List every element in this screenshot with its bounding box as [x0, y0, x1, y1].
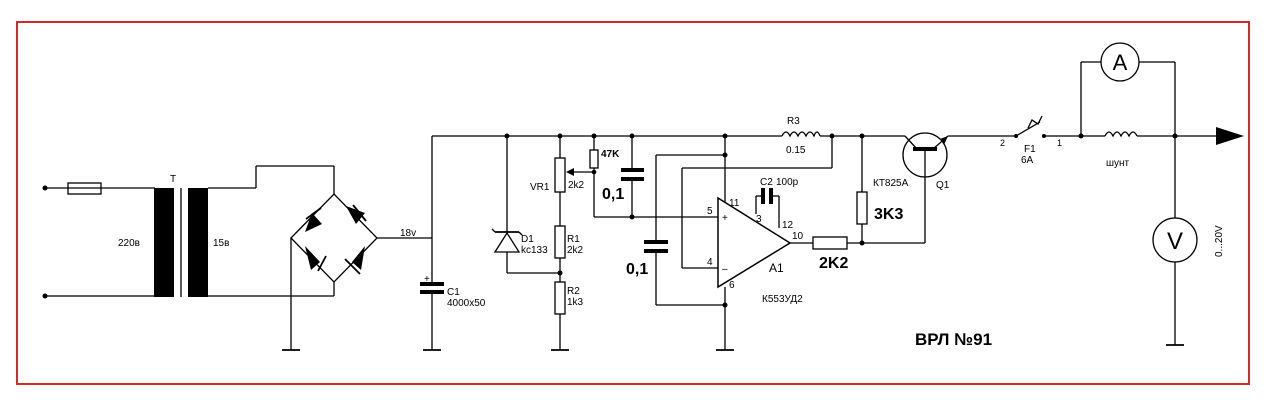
divider-chain: VR1 2k2 R1 2k2 R2 1k3 — [530, 136, 594, 351]
transformer-secondary-label: 15в — [213, 238, 229, 249]
pin-12: 12 — [782, 220, 794, 231]
resistor-2k2: 2K2 — [790, 236, 925, 272]
r1 — [554, 225, 566, 259]
resistor-47k: 47K — [589, 136, 620, 217]
c-top-label: 0,1 — [602, 186, 624, 203]
voltmeter-range: 0...20V — [1214, 225, 1225, 257]
opamp-ref: A1 — [769, 261, 784, 275]
c1-ref: C1 — [447, 287, 460, 298]
ammeter-label: A — [1113, 50, 1128, 75]
r-3k3-label: 3K3 — [874, 206, 903, 223]
capacitor-bottom: 0,1 — [626, 240, 728, 308]
vr1-value: 2k2 — [568, 180, 585, 191]
c-bottom-label: 0,1 — [626, 261, 648, 278]
resistor-3k3: 3K3 — [856, 136, 903, 243]
vr1-ref: VR1 — [530, 182, 550, 193]
f1-pin1: 1 — [1057, 138, 1062, 148]
capacitor-c1: + C1 4000x50 — [420, 274, 486, 351]
voltmeter: V 0...20V — [1152, 136, 1225, 346]
capacitor-c2: C2 100p — [755, 177, 799, 228]
c2-ref: C2 — [760, 177, 773, 188]
c1-value: 4000x50 — [447, 298, 486, 309]
r2 — [554, 281, 566, 315]
transistor-q1: КТ825А Q1 — [873, 132, 950, 243]
opamp-minus: – — [722, 264, 728, 275]
pin-3: 3 — [756, 214, 762, 225]
r47k-label: 47K — [601, 149, 620, 160]
diagram-frame — [16, 21, 1250, 385]
opamp-a1: + – 5 4 11 3 12 10 6 A1 К553УД2 — [707, 196, 804, 351]
c1-polarity: + — [424, 274, 430, 285]
f1-value: 6A — [1021, 155, 1034, 166]
r1-ref: R1 — [567, 234, 580, 245]
opamp-plus: + — [722, 213, 728, 224]
pin-6: 6 — [729, 280, 735, 291]
r3-value: 0.15 — [786, 145, 806, 156]
feedback-wire — [681, 136, 833, 269]
opamp-part: К553УД2 — [762, 294, 803, 305]
shunt-label: шунт — [1106, 158, 1130, 169]
c2-value: 100p — [776, 177, 799, 188]
r2-value: 1k3 — [567, 297, 584, 308]
rail-voltage-label: 18v — [400, 228, 416, 239]
shunt-and-ammeter: A шунт — [1078, 42, 1244, 169]
pin-4: 4 — [707, 257, 713, 268]
zener-d1: D1 kc133 — [491, 136, 563, 276]
d1-value: kc133 — [521, 245, 548, 256]
r-2k2-label: 2K2 — [819, 255, 848, 272]
transformer-ref: T — [170, 174, 176, 185]
f1-ref: F1 — [1024, 144, 1036, 155]
capacitor-top: 0,1 — [602, 136, 644, 220]
mains-input — [42, 182, 155, 299]
pin-11: 11 — [729, 198, 740, 209]
q1-ref: Q1 — [936, 180, 950, 191]
r2-ref: R2 — [567, 286, 580, 297]
vr1 — [554, 157, 566, 193]
transformer-t: T 220в 15в — [118, 165, 334, 351]
output-line: 2 1 F1 6A — [948, 115, 1105, 166]
pin-5: 5 — [707, 206, 713, 217]
r3-ref: R3 — [787, 116, 800, 127]
pin-10: 10 — [792, 231, 804, 242]
f1-pin2: 2 — [1000, 138, 1005, 148]
transformer-primary-label: 220в — [118, 238, 140, 249]
voltmeter-label: V — [1167, 228, 1183, 255]
bridge-rectifier — [290, 166, 432, 296]
d1-ref: D1 — [521, 234, 534, 245]
resistor-r3: R3 0.15 — [781, 116, 821, 156]
r1-value: 2k2 — [567, 245, 584, 256]
diagram-title: ВРЛ №91 — [915, 330, 992, 349]
q1-part: КТ825А — [873, 178, 909, 189]
